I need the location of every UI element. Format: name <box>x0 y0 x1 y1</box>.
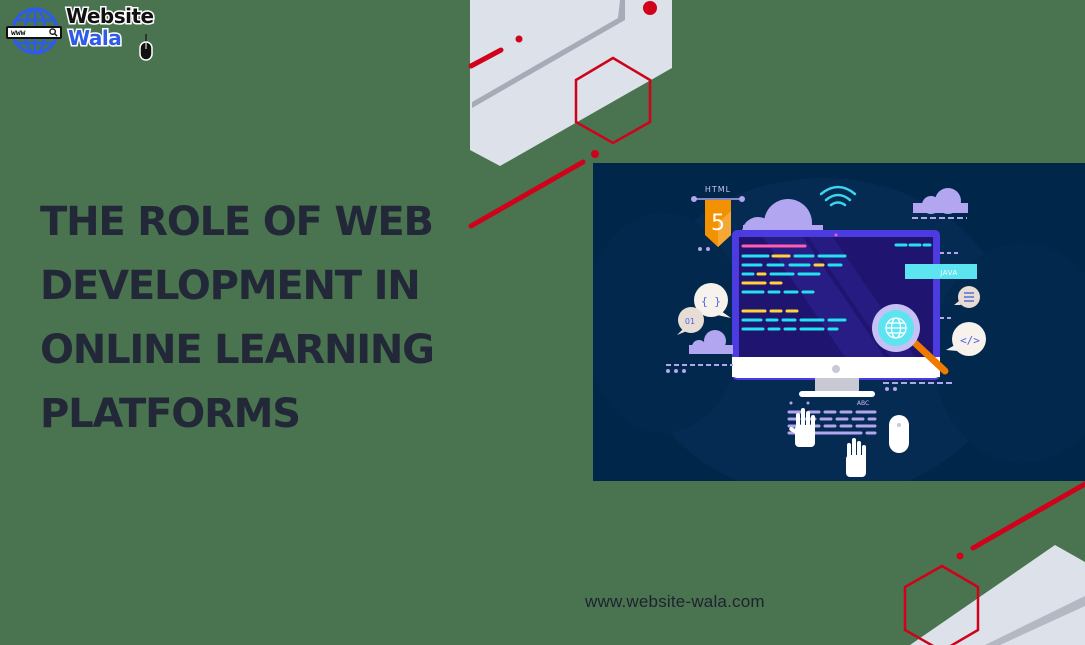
search-icon <box>49 28 58 37</box>
svg-text:01: 01 <box>685 317 695 326</box>
logo-text-website: Website <box>65 3 156 30</box>
html5-badge: HTML 5 <box>691 185 745 251</box>
menu-bubble <box>954 286 980 308</box>
headline-line-3: ONLINE LEARNING <box>40 327 435 373</box>
cloud-icon <box>689 330 733 354</box>
web-development-illustration: HTML 5 <box>593 163 1085 481</box>
wifi-icon <box>819 185 857 207</box>
mouse-icon <box>889 415 909 453</box>
headline-line-1: THE ROLE OF WEB <box>40 199 434 245</box>
svg-text:HTML: HTML <box>705 185 731 194</box>
java-tag: JAVA <box>905 252 977 319</box>
cloud-icon <box>912 188 968 219</box>
svg-text:{ }: { } <box>701 295 721 308</box>
binary-bubble: 01 <box>677 307 704 335</box>
brand-logo[interactable]: www Website Wala <box>4 3 169 62</box>
illustration-artwork: HTML 5 <box>593 178 1085 481</box>
website-url-link[interactable]: www.website-wala.com <box>585 592 765 611</box>
globe-icon <box>885 317 907 339</box>
svg-text:ABC: ABC <box>857 400 869 407</box>
menu-icon <box>964 292 974 302</box>
www-search-bar: www <box>6 26 62 39</box>
braces-bubble: { } <box>694 283 731 318</box>
mouse-icon <box>139 34 153 61</box>
logo-text-wala: Wala <box>66 25 123 52</box>
headline-line-4: PLATFORMS <box>40 391 301 437</box>
code-bubble: </> <box>946 322 986 356</box>
headline-line-2: DEVELOPMENT IN <box>40 263 421 309</box>
www-label: www <box>11 28 26 37</box>
svg-text:JAVA: JAVA <box>939 269 957 277</box>
hand-icon <box>789 408 815 447</box>
svg-text:</>: </> <box>960 334 980 347</box>
page-headline: THE ROLE OF WEB DEVELOPMENT IN ONLINE LE… <box>40 190 480 446</box>
svg-text:5: 5 <box>711 211 725 236</box>
hand-icon <box>846 438 866 477</box>
magnifier-icon <box>872 304 949 375</box>
